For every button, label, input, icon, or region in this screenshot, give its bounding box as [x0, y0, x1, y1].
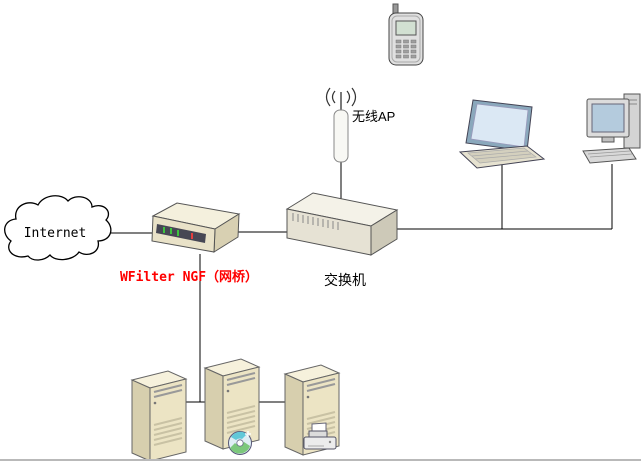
wfilter-router	[151, 202, 241, 253]
switch-label: 交换机	[324, 272, 366, 288]
desktop-screen	[591, 103, 625, 133]
printer-icon	[303, 422, 337, 450]
mobile-phone	[388, 3, 424, 66]
network-switch	[285, 192, 399, 256]
server-left	[131, 370, 187, 461]
wireless-ap-label: 无线AP	[352, 109, 396, 124]
wifi-signal-icon	[325, 87, 357, 107]
connection-lines	[107, 156, 613, 403]
laptop	[458, 99, 546, 169]
phone-screen	[395, 20, 417, 36]
laptop-screen	[470, 103, 529, 148]
router-led-panel	[156, 224, 206, 243]
desktop-computer	[582, 93, 641, 164]
switch-ports	[292, 213, 339, 230]
internet-label: Internet	[23, 226, 87, 241]
wireless-ap	[325, 87, 357, 163]
internet-cloud	[4, 195, 112, 261]
canvas-bottom-edge	[0, 459, 641, 461]
wfilter-label: WFilter NGF（网桥）	[119, 270, 259, 285]
phone-keypad	[395, 39, 417, 59]
cd-icon	[228, 431, 252, 455]
